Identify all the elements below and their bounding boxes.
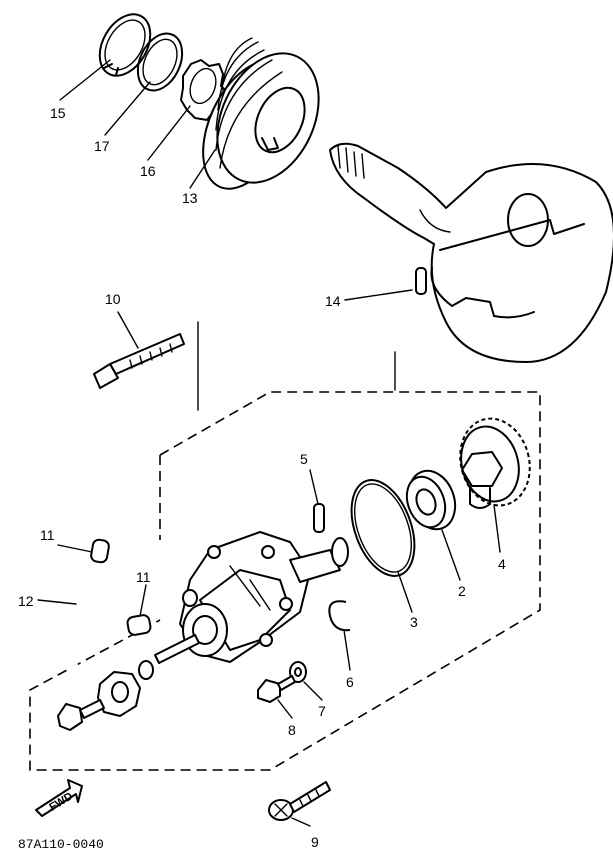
part-3-o-ring <box>350 479 416 577</box>
banjo-fitting <box>57 660 154 731</box>
part-13-pulley <box>202 37 320 190</box>
callout-17: 17 <box>94 138 110 154</box>
callout-3: 3 <box>410 614 418 630</box>
callout-labels: 15 17 16 13 14 10 5 11 11 12 4 2 3 6 7 8… <box>18 105 506 850</box>
callout-2: 2 <box>458 583 466 599</box>
callout-10: 10 <box>105 291 121 307</box>
part-6-circlip <box>328 600 351 632</box>
leader-lines <box>37 59 501 827</box>
part-11-clip-lower <box>126 614 152 636</box>
callout-8: 8 <box>288 722 296 738</box>
callout-14: 14 <box>325 293 341 309</box>
crankshaft <box>329 142 613 363</box>
part-9-screw <box>268 781 331 821</box>
part-11-clip-upper <box>90 538 110 564</box>
callout-9: 9 <box>311 834 319 850</box>
callout-5: 5 <box>300 451 308 467</box>
part-17-ring <box>136 32 184 92</box>
callout-13: 13 <box>182 190 198 206</box>
part-5-pin <box>313 503 325 533</box>
part-4-gear <box>459 417 531 509</box>
part-14-dowel-pin <box>415 267 427 295</box>
callout-12: 12 <box>18 593 34 609</box>
callout-16: 16 <box>140 163 156 179</box>
forward-direction-arrow: FWD <box>35 779 83 817</box>
part-7-washer <box>289 661 307 683</box>
part-12-hose <box>66 576 134 680</box>
part-8-short-bolt <box>257 675 296 703</box>
callout-11-lower: 11 <box>136 569 151 585</box>
part-15-circlip <box>98 13 152 77</box>
callout-15: 15 <box>50 105 66 121</box>
assembly-outline <box>29 321 541 771</box>
callout-7: 7 <box>318 703 326 719</box>
part-2-bearing <box>405 469 457 531</box>
oil-pump-body <box>154 531 349 664</box>
callout-4: 4 <box>498 556 506 572</box>
part-10-long-bolt <box>93 333 185 389</box>
drawing-code: 87A110-0040 <box>18 837 104 852</box>
callout-6: 6 <box>346 674 354 690</box>
callout-11-upper: 11 <box>40 527 55 543</box>
